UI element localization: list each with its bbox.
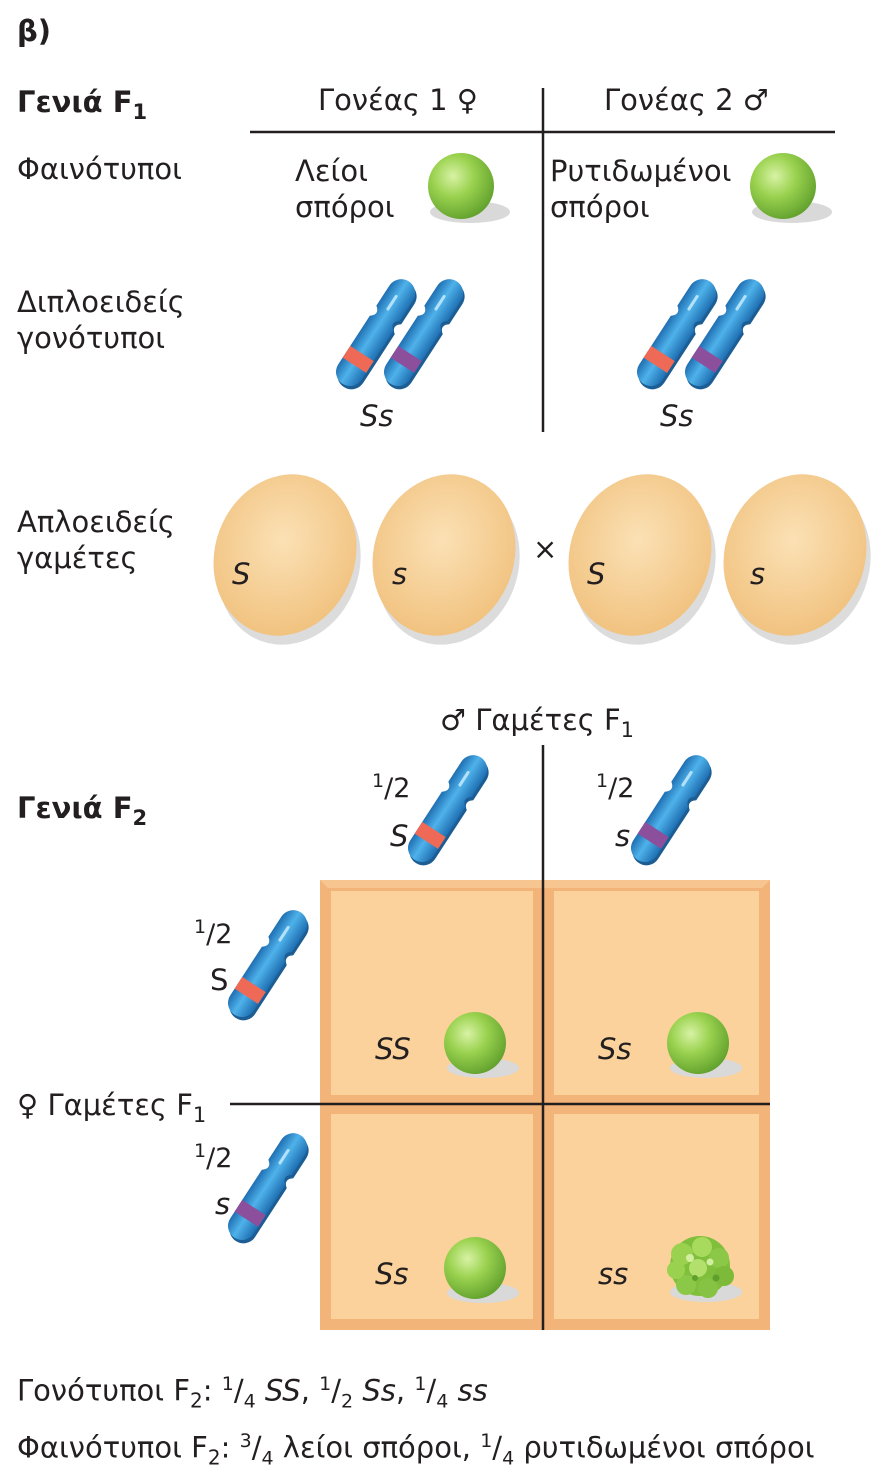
- chromosome-recessive-allele: [685, 279, 766, 390]
- gamete-allele: S: [232, 557, 251, 591]
- punnett-genotype: SS: [375, 1032, 411, 1066]
- gamete-allele: s: [750, 557, 766, 591]
- chromosome-dominant-allele: [228, 910, 309, 1021]
- phenotypes-label: Φαινότυποι: [17, 152, 182, 186]
- parent1-header: Γονέας 1 ♀: [318, 83, 479, 117]
- left-allele: s: [215, 1187, 231, 1221]
- gamete-cell: [372, 474, 520, 645]
- gamete-cell: [723, 474, 871, 645]
- wrinkled-seed-icon: [667, 1236, 742, 1302]
- chromosome-recessive-allele: [228, 1133, 309, 1244]
- punnett-genotype: Ss: [375, 1257, 409, 1291]
- p2-genotype: Ss: [660, 399, 694, 433]
- gamete-cell: [213, 474, 361, 645]
- smooth-seed-icon: [444, 1012, 519, 1078]
- top-allele: s: [615, 819, 631, 853]
- gamete-allele: S: [587, 557, 606, 591]
- left-fraction: 1/2: [194, 916, 233, 950]
- left-allele: S: [210, 963, 229, 997]
- chromosome-recessive-allele: [384, 279, 465, 390]
- punnett-genotype: ss: [598, 1257, 629, 1291]
- f2-phenotypes-summary: Φαινότυποι F2: 3/4 λείοι σπόροι, 1/4 ρυτ…: [17, 1430, 815, 1470]
- cross-symbol: ×: [533, 532, 558, 566]
- punnett-genotype: Ss: [598, 1032, 632, 1066]
- parent2-header: Γονέας 2 ♂: [604, 83, 769, 117]
- male-gametes-label: ♂ Γαμέτες F1: [440, 703, 635, 742]
- top-fraction: 1/2: [596, 770, 635, 804]
- f2-generation-title: Γενιά F2: [17, 791, 148, 830]
- f1-generation-title: Γενιά F1: [17, 85, 148, 124]
- smooth-seed-icon: [444, 1237, 519, 1303]
- left-fraction: 1/2: [194, 1140, 233, 1174]
- p1-genotype: Ss: [360, 399, 394, 433]
- female-gametes-label: ♀ Γαμέτες F1: [17, 1088, 207, 1127]
- top-fraction: 1/2: [372, 770, 411, 804]
- f2-genotypes-summary: Γονότυποι F2: 1/4 SS, 1/2 Ss, 1/4 ss: [17, 1373, 488, 1413]
- chromosome-recessive-allele: [631, 755, 712, 866]
- top-allele: S: [390, 819, 409, 853]
- panel-label: β): [17, 14, 52, 48]
- gamete-allele: s: [392, 557, 408, 591]
- gamete-cell: [568, 474, 716, 645]
- smooth-seed-icon: [667, 1012, 742, 1078]
- smooth-seed-icon: [750, 153, 832, 223]
- chromosome-dominant-allele: [637, 279, 718, 390]
- chromosome-dominant-allele: [408, 755, 489, 866]
- smooth-seed-icon: [428, 153, 510, 223]
- chromosome-dominant-allele: [336, 279, 417, 390]
